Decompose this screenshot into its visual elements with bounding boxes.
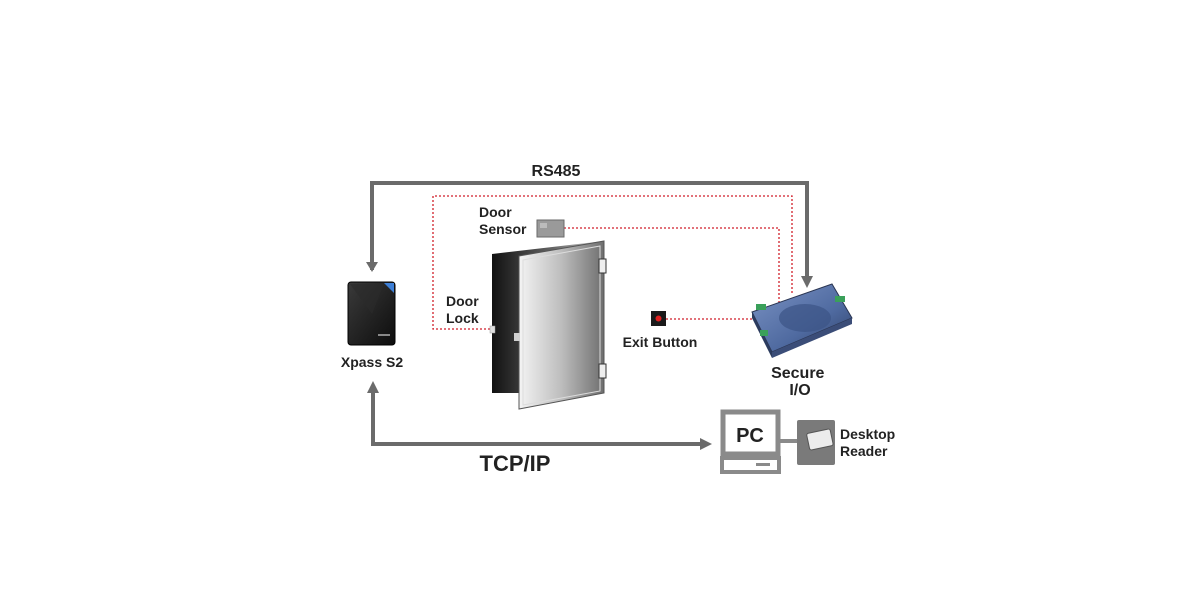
rs485-link: [366, 181, 813, 288]
door-sensor-label: Door Sensor: [479, 204, 527, 237]
door-sensor: [536, 219, 565, 238]
pc-label: PC: [736, 425, 764, 447]
door: [489, 240, 607, 410]
xpass-label: Xpass S2: [341, 354, 403, 370]
exit-button-label: Exit Button: [623, 334, 698, 350]
desktop-reader-label: Desktop Reader: [840, 426, 899, 459]
desktop-reader-icon: [779, 420, 835, 465]
rs485-label: RS485: [532, 163, 581, 180]
secure-io-label: Secure I/O: [771, 365, 829, 399]
door-lock-label: Door Lock: [446, 293, 483, 326]
control-wiring: [432, 195, 793, 330]
exit-button: [651, 311, 666, 326]
xpass-s2-reader: [347, 281, 396, 346]
tcpip-link: [367, 381, 712, 450]
pc-icon: [720, 409, 781, 474]
tcpip-label: TCP/IP: [480, 451, 551, 476]
secure-io-module: [751, 283, 853, 358]
